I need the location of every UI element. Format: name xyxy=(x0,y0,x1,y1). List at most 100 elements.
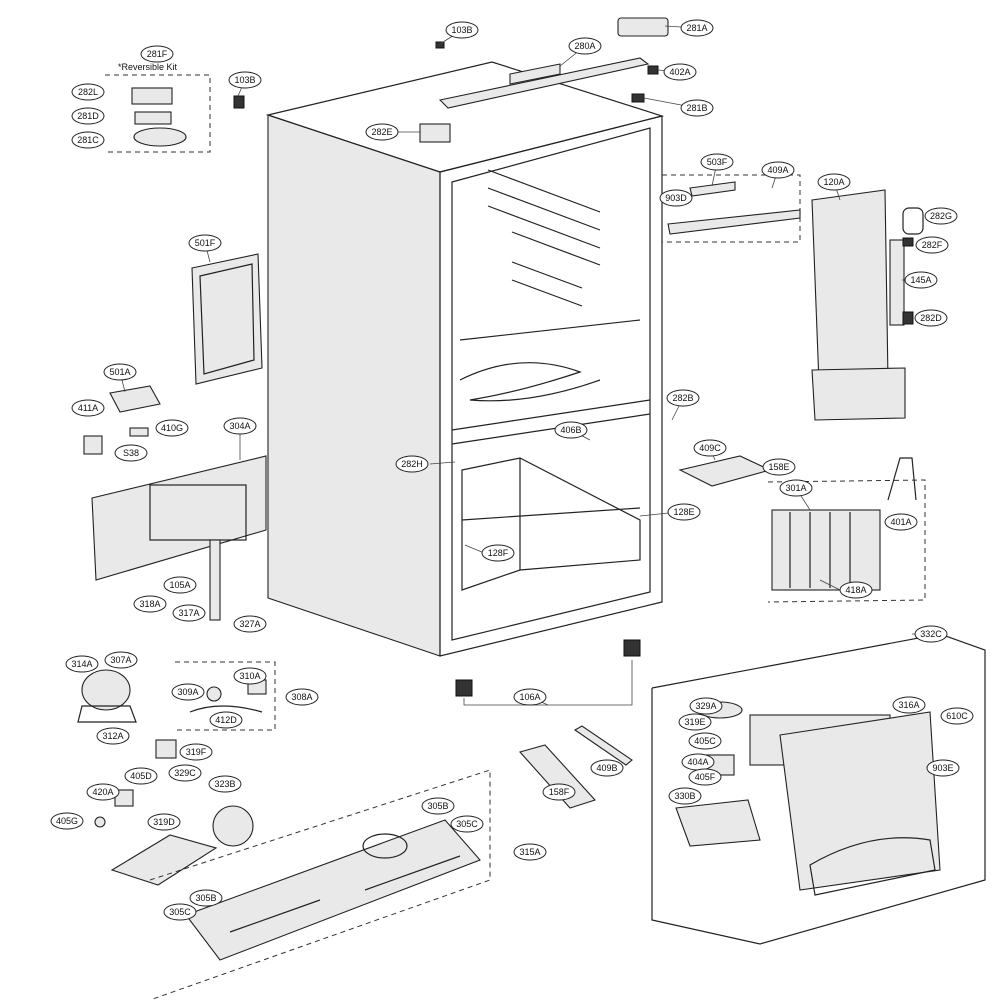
side-parts xyxy=(83,253,267,621)
callout-label: 281A xyxy=(686,23,707,33)
callout-402a: 402A xyxy=(663,63,697,81)
callout-label: 409A xyxy=(767,165,788,175)
callout-282e: 282E xyxy=(365,123,399,141)
callout-405d: 405D xyxy=(124,767,158,785)
callout-120a: 120A xyxy=(817,173,851,191)
callout-405g: 405G xyxy=(50,812,84,830)
callout-411a: 411A xyxy=(71,399,105,417)
callout-310a: 310A xyxy=(233,667,267,685)
callout-307a: 307A xyxy=(104,651,138,669)
callout-label: 128F xyxy=(488,548,509,558)
callout-309a: 309A xyxy=(171,683,205,701)
callout-label: 402A xyxy=(669,67,690,77)
callout-305c: 305C xyxy=(450,815,484,833)
callout-label: 307A xyxy=(110,655,131,665)
callout-315a: 315A xyxy=(513,843,547,861)
reversible-kit-note: *Reversible Kit xyxy=(118,62,178,72)
callout-305b: 305B xyxy=(421,797,455,815)
callout-420a: 420A xyxy=(86,783,120,801)
callout-label: 282H xyxy=(401,459,423,469)
callout-label: 405G xyxy=(56,816,78,826)
callout-330b: 330B xyxy=(668,787,702,805)
callout-281f: 281F xyxy=(140,45,174,63)
callout-label: 610C xyxy=(946,711,968,721)
callout-280a: 280A xyxy=(568,37,602,55)
callout-105a: 105A xyxy=(163,576,197,594)
callout-label: 105A xyxy=(169,580,190,590)
callout-418a: 418A xyxy=(839,581,873,599)
callout-323b: 323B xyxy=(208,775,242,793)
callout-318a: 318A xyxy=(133,595,167,613)
callout-501f: 501F xyxy=(188,234,222,252)
callout-label: 323B xyxy=(214,779,235,789)
callout-128e: 128E xyxy=(667,503,701,521)
callout-label: 501F xyxy=(195,238,216,248)
callout-label: 903E xyxy=(932,763,953,773)
callout-409c: 409C xyxy=(693,439,727,457)
callout-label: 282D xyxy=(920,313,942,323)
callout-label: 501A xyxy=(109,367,130,377)
callout-label: 158E xyxy=(768,462,789,472)
callout-405f: 405F xyxy=(688,768,722,786)
callout-label: 282L xyxy=(78,87,98,97)
callout-332c: 332C xyxy=(914,625,948,643)
callout-label: 405D xyxy=(130,771,152,781)
callout-label: 103B xyxy=(234,75,255,85)
leveling-feet xyxy=(455,639,641,706)
callout-label: 317A xyxy=(178,608,199,618)
callout-label: 903D xyxy=(665,193,687,203)
callout-label: 305C xyxy=(456,819,478,829)
callout-label: 401A xyxy=(890,517,911,527)
callout-label: 332C xyxy=(920,629,942,639)
callout-label: 329C xyxy=(174,768,196,778)
callout-319e: 319E xyxy=(678,713,712,731)
callout-404a: 404A xyxy=(681,753,715,771)
callout-314a: 314A xyxy=(65,655,99,673)
callout-label: S38 xyxy=(123,448,139,458)
callout-316a: 316A xyxy=(892,696,926,714)
callout-label: 314A xyxy=(71,659,92,669)
callout-312a: 312A xyxy=(96,727,130,745)
callout-label: 301A xyxy=(785,483,806,493)
callout-610c: 610C xyxy=(940,707,974,725)
callout-305c: 305C xyxy=(163,903,197,921)
callout-label: 310A xyxy=(239,671,260,681)
callout-label: 406B xyxy=(560,425,581,435)
ice-maker-group xyxy=(519,633,986,945)
callout-label: 280A xyxy=(574,41,595,51)
callout-282d: 282D xyxy=(914,309,948,327)
callout-106a: 106A xyxy=(513,688,547,706)
callout-label: 318A xyxy=(139,599,160,609)
reversible-kit-group: *Reversible Kit xyxy=(105,62,211,153)
callout-label: 503F xyxy=(707,157,728,167)
callout-903e: 903E xyxy=(926,759,960,777)
callout-label: 305B xyxy=(427,801,448,811)
callout-282g: 282G xyxy=(924,207,958,225)
callout-label: 420A xyxy=(92,787,113,797)
callout-label: 281F xyxy=(147,49,168,59)
callout-label: 316A xyxy=(898,700,919,710)
callout-410g: 410G xyxy=(155,419,189,437)
callout-282b: 282B xyxy=(666,389,700,407)
callout-281c: 281C xyxy=(71,131,105,149)
callout-label: 120A xyxy=(823,177,844,187)
callout-label: 312A xyxy=(102,731,123,741)
callout-label: 281B xyxy=(686,103,707,113)
callout-282f: 282F xyxy=(915,236,949,254)
callout-label: 319F xyxy=(186,747,207,757)
callout-label: 405F xyxy=(695,772,716,782)
callout-label: 103B xyxy=(451,25,472,35)
callout-409b: 409B xyxy=(590,759,624,777)
callout-label: 315A xyxy=(519,847,540,857)
callout-281b: 281B xyxy=(680,99,714,117)
callout-label: 305B xyxy=(195,893,216,903)
callout-329a: 329A xyxy=(689,697,723,715)
callout-317a: 317A xyxy=(172,604,206,622)
callout-label: 405C xyxy=(694,736,716,746)
callout-308a: 308A xyxy=(285,688,319,706)
right-side-parts xyxy=(662,174,926,603)
callout-501a: 501A xyxy=(103,363,137,381)
callout-label: 412D xyxy=(215,715,237,725)
